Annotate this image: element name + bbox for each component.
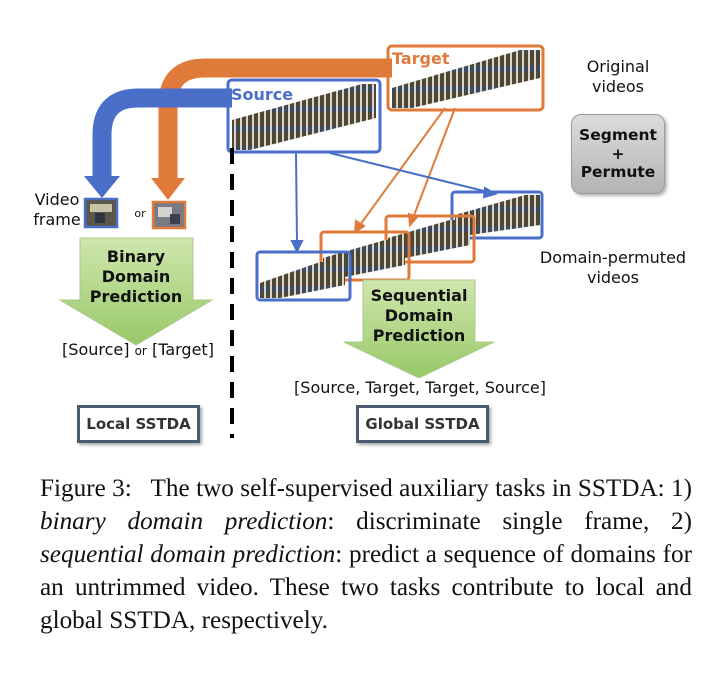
sstda-figure xyxy=(58,44,545,438)
source-video-strip xyxy=(226,78,382,154)
caption-text-3: : predict a sequence of domains for an u… xyxy=(40,541,692,634)
target-video-strip xyxy=(386,44,545,112)
caption-text-1: The two self-supervised auxiliary tasks … xyxy=(150,475,693,502)
original-videos-label: Original videos xyxy=(586,57,650,96)
or-label-frames: or xyxy=(134,207,146,220)
domain-permuted-videos-label: Domain-permuted videos xyxy=(539,248,687,287)
caption-text-2: : discriminate single frame, 2) xyxy=(327,508,692,535)
segment-text: Segment xyxy=(579,126,657,145)
source-frame-thumbnail xyxy=(83,197,119,229)
target-frame-thumbnail xyxy=(151,200,187,230)
target-label: Target xyxy=(392,49,450,68)
caption-term-2: sequential domain prediction xyxy=(40,541,336,568)
sequential-prediction-arrow xyxy=(343,279,495,379)
sequential-output-label: [Source, Target, Target, Source] xyxy=(294,378,546,397)
global-sstda-box: Global SSTDA xyxy=(356,405,489,443)
segment-permute-box: Segment + Permute xyxy=(571,114,665,194)
binary-output-target: [Target] xyxy=(151,340,214,359)
caption-label: Figure 3: xyxy=(40,475,132,502)
figure-caption: Figure 3: The two self-supervised auxili… xyxy=(40,472,692,637)
caption-term-1: binary domain prediction xyxy=(40,508,328,535)
permuted-segment-1-source xyxy=(255,250,352,302)
permute-text: Permute xyxy=(580,163,656,182)
orange-permute-arrows xyxy=(353,107,456,234)
source-flow-arrowhead xyxy=(84,176,120,198)
target-flow-arrowhead xyxy=(151,178,185,200)
binary-prediction-arrow xyxy=(58,237,214,346)
sequential-domain-prediction-label: Sequential Domain Prediction xyxy=(370,286,468,345)
source-flow-arrow xyxy=(92,88,232,178)
plus-text: + xyxy=(611,144,625,163)
binary-output-or: or xyxy=(134,344,147,358)
binary-output-source: [Source] xyxy=(62,340,130,359)
local-sstda-box: Local SSTDA xyxy=(77,405,200,443)
source-label: Source xyxy=(231,85,294,104)
video-frame-label: Video frame xyxy=(33,190,81,229)
binary-domain-prediction-label: Binary Domain Prediction xyxy=(89,247,183,306)
binary-output-label: [Source] or [Target] xyxy=(40,340,236,360)
